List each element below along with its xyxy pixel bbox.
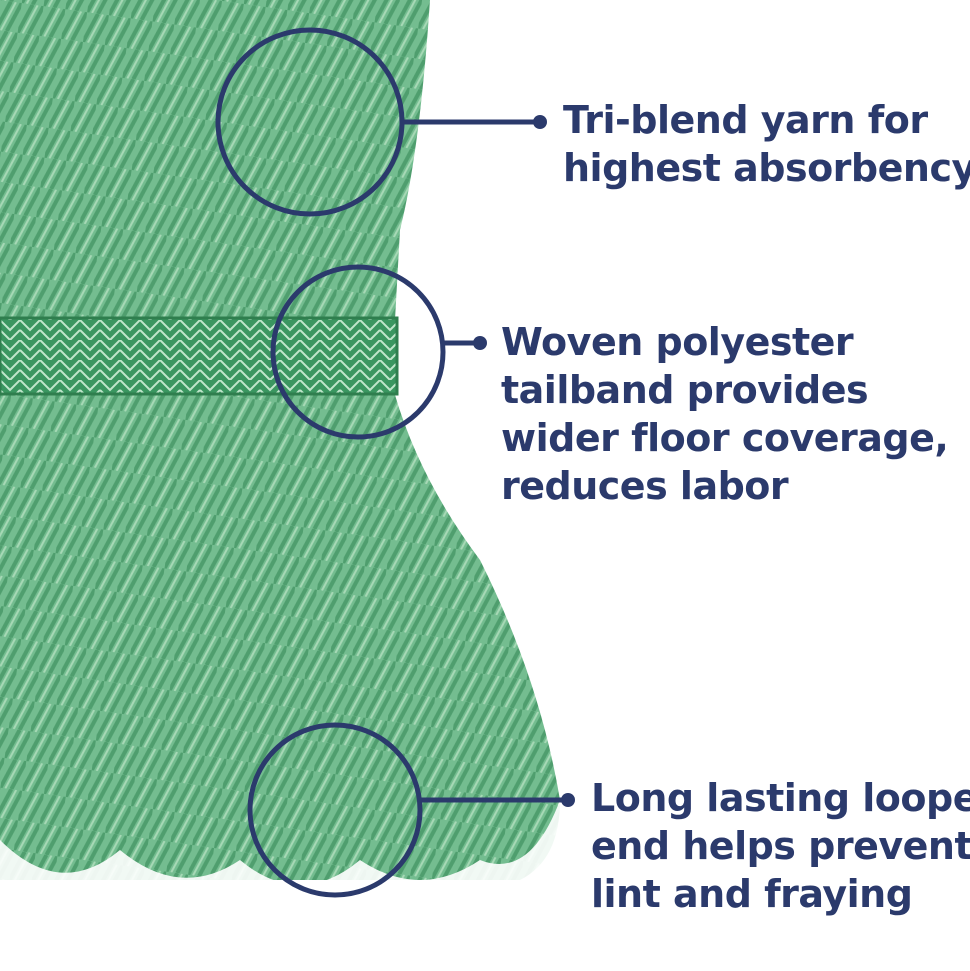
callout-line: end helps prevent [591, 824, 970, 868]
callout-line: reduces labor [501, 464, 789, 508]
callout-line: Long lasting looped [591, 776, 970, 820]
callout-line: highest absorbency [563, 146, 970, 190]
pointer-dot [561, 793, 575, 807]
magnifier-circle-looped-end-icon [247, 722, 423, 898]
callout-line: tailband provides [501, 368, 869, 412]
mop-yarn [0, 0, 560, 880]
callout-tailband: Woven polyester tailband provides wider … [501, 318, 949, 510]
callout-line: Woven polyester [501, 320, 854, 364]
pointer-dot [473, 336, 487, 350]
callout-looped-end: Long lasting looped end helps prevent li… [591, 774, 970, 918]
pointer-dot [533, 115, 547, 129]
tailband [0, 318, 397, 394]
callout-line: lint and fraying [591, 872, 913, 916]
callout-yarn: Tri-blend yarn for highest absorbency [563, 96, 970, 192]
magnifier-circle-tailband-icon [270, 264, 446, 440]
callout-line: Tri-blend yarn for [563, 98, 928, 142]
callout-line: wider floor coverage, [501, 416, 949, 460]
